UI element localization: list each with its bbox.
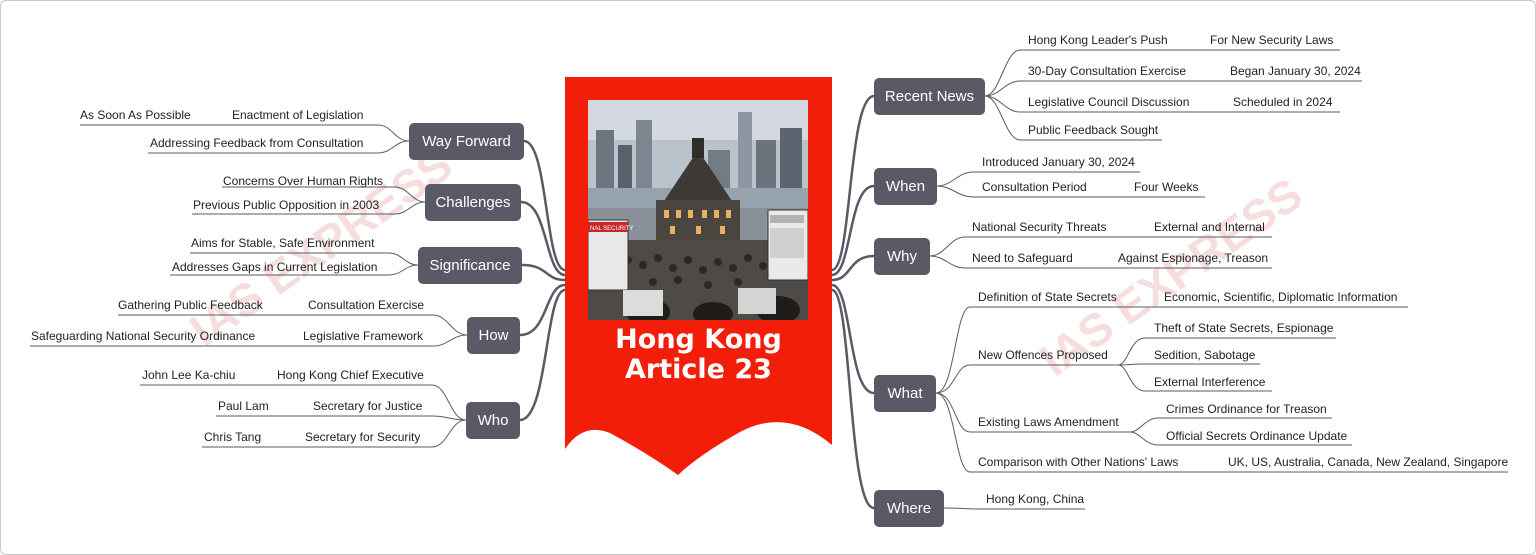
node-what[interactable]: What (874, 375, 936, 412)
leaf-detail: As Soon As Possible (80, 108, 191, 122)
leaf-label: Hong Kong, China (986, 492, 1085, 506)
leaf-label: Aims for Stable, Safe Environment (191, 236, 375, 250)
leaf-label: 30-Day Consultation Exercise (1028, 64, 1187, 78)
leaf-detail: Paul Lam (218, 399, 269, 413)
leaf-detail: Scheduled in 2024 (1233, 95, 1333, 109)
leaf-label: Addresses Gaps in Current Legislation (172, 260, 378, 274)
central-topic-line2: Article 23 (625, 354, 772, 385)
node-how[interactable]: How (467, 317, 520, 354)
leaf-label: Consultation Exercise (308, 298, 425, 312)
central-topic-title: Hong Kong Article 23 (565, 325, 832, 385)
leaf-detail: Gathering Public Feedback (118, 298, 263, 312)
node-where[interactable]: Where (874, 490, 944, 527)
hong-kong-cityscape-image: NAL SECURITY (588, 100, 808, 320)
leaf-label: Consultation Period (982, 180, 1087, 194)
node-recent-news[interactable]: Recent News (874, 78, 985, 115)
node-who[interactable]: Who (466, 402, 520, 439)
leaf-label: Public Feedback Sought (1028, 123, 1159, 137)
node-when[interactable]: When (874, 168, 937, 205)
leaf-label: Comparison with Other Nations' Laws (978, 455, 1179, 469)
node-significance[interactable]: Significance (418, 247, 522, 284)
leaf-label: Need to Safeguard (972, 251, 1073, 265)
leaf-label: Secretary for Justice (313, 399, 423, 413)
leaf-label: Enactment of Legislation (232, 108, 364, 122)
node-why[interactable]: Why (874, 238, 930, 275)
leaf-label: Hong Kong Leader's Push (1028, 33, 1168, 47)
leaf-label: New Offences Proposed (978, 348, 1108, 362)
leaf-label: Existing Laws Amendment (978, 415, 1119, 429)
leaf-detail: External and Internal (1154, 220, 1265, 234)
leaf-detail: Chris Tang (204, 430, 262, 444)
leaf-label: Hong Kong Chief Executive (277, 368, 424, 382)
leaf-label: Legislative Council Discussion (1028, 95, 1190, 109)
central-topic-line1: Hong Kong (615, 324, 782, 355)
leaf-detail: Began January 30, 2024 (1230, 64, 1361, 78)
leaf-sub: Crimes Ordinance for Treason (1166, 402, 1327, 416)
leaf-label: National Security Threats (972, 220, 1107, 234)
leaf-label: Introduced January 30, 2024 (982, 155, 1135, 169)
leaf-label: Secretary for Security (305, 430, 421, 444)
leaf-label: Definition of State Secrets (978, 290, 1117, 304)
node-challenges[interactable]: Challenges (425, 184, 521, 221)
leaf-detail: UK, US, Australia, Canada, New Zealand, … (1228, 455, 1509, 469)
leaf-detail: Four Weeks (1134, 180, 1199, 194)
leaf-detail: Against Espionage, Treason (1118, 251, 1269, 265)
leaf-detail: Safeguarding National Security Ordinance (31, 329, 256, 343)
leaf-label: Concerns Over Human Rights (223, 174, 384, 188)
leaf-detail: For New Security Laws (1210, 33, 1334, 47)
image-sign-text: NAL SECURITY (590, 226, 633, 232)
leaf-label: Previous Public Opposition in 2003 (193, 198, 380, 212)
leaf-detail: John Lee Ka-chiu (142, 368, 236, 382)
node-way-forward[interactable]: Way Forward (409, 123, 524, 160)
leaf-label: Addressing Feedback from Consultation (150, 136, 364, 150)
leaf-sub: Theft of State Secrets, Espionage (1154, 321, 1334, 335)
leaf-detail: Economic, Scientific, Diplomatic Informa… (1164, 290, 1398, 304)
leaf-sub: Official Secrets Ordinance Update (1166, 429, 1348, 443)
leaf-sub: Sedition, Sabotage (1154, 348, 1256, 362)
leaf-label: Legislative Framework (303, 329, 424, 343)
leaf-sub: External Interference (1154, 375, 1266, 389)
